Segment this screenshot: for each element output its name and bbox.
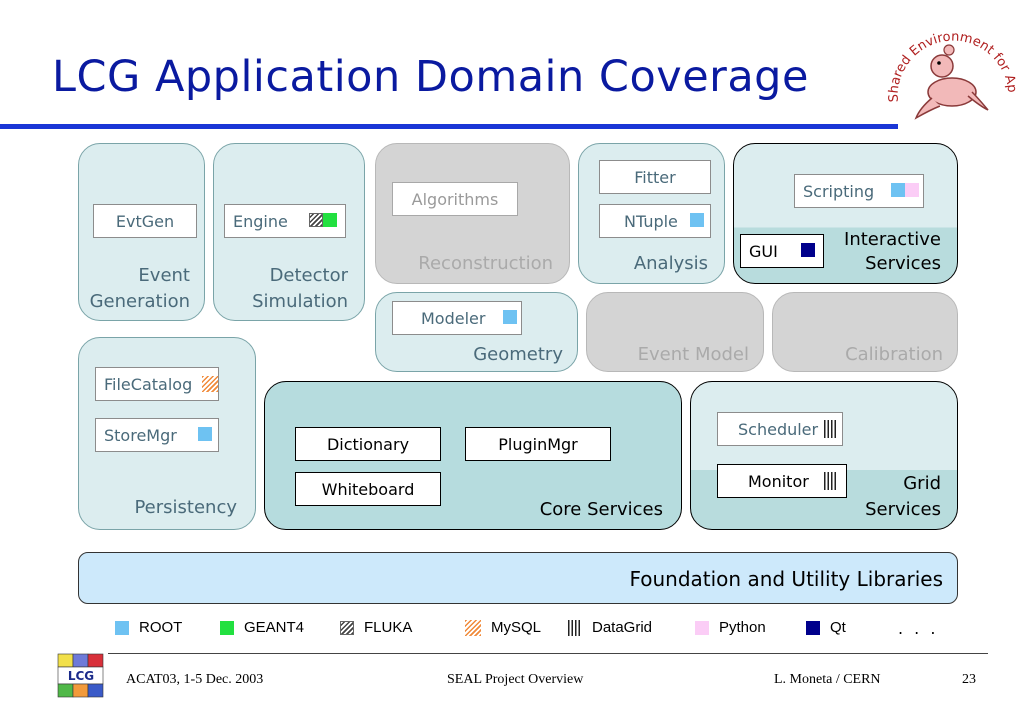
root-marker-icon: [198, 427, 212, 441]
component-evtgen[interactable]: EvtGen: [93, 204, 197, 238]
component-modeler[interactable]: Modeler: [392, 301, 522, 335]
legend-more: . . .: [898, 619, 939, 638]
component-modeler-label: Modeler: [421, 308, 486, 328]
component-scheduler[interactable]: Scheduler: [717, 412, 843, 446]
lcg-logo: LCG: [57, 653, 104, 698]
component-dictionary[interactable]: Dictionary: [295, 427, 441, 461]
component-gui[interactable]: GUI: [740, 234, 824, 268]
root-marker-icon: [503, 310, 517, 324]
domain-label-services: Services: [865, 253, 941, 274]
footer-divider: [108, 653, 988, 654]
legend-item-python: Python: [695, 619, 766, 636]
datagrid-marker-icon: [824, 472, 838, 490]
component-ntuple[interactable]: NTuple: [599, 204, 711, 238]
datagrid-swatch-icon: [568, 619, 582, 636]
domain-event-model: Event Model: [586, 292, 764, 372]
seal-logo: Shared Environment for Applications at L…: [880, 10, 1019, 120]
domain-label-calibration: Calibration: [845, 344, 943, 365]
domain-core-services: Dictionary PluginMgr Whiteboard Core Ser…: [264, 381, 682, 530]
component-whiteboard[interactable]: Whiteboard: [295, 472, 441, 506]
domain-event-generation: EvtGen Event Generation: [78, 143, 205, 321]
title-underline: [0, 124, 898, 129]
component-ntuple-label: NTuple: [624, 211, 678, 231]
component-scripting-label: Scripting: [803, 181, 875, 201]
domain-label-grid-services: Services: [865, 499, 941, 520]
domain-persistency: FileCatalog StoreMgr Persistency: [78, 337, 256, 530]
component-monitor[interactable]: Monitor: [717, 464, 847, 498]
component-scheduler-label: Scheduler: [738, 419, 819, 439]
fluka-swatch-icon: [340, 620, 354, 635]
footer-conference: ACAT03, 1-5 Dec. 2003: [126, 672, 264, 687]
mysql-swatch-icon: [465, 619, 481, 636]
foundation-label: Foundation and Utility Libraries: [629, 567, 943, 591]
component-pluginmgr[interactable]: PluginMgr: [465, 427, 611, 461]
domain-detector-simulation: Engine Detector Simulation: [213, 143, 365, 321]
fluka-marker-icon: [309, 213, 323, 227]
footer-talk-title: SEAL Project Overview: [447, 672, 584, 687]
legend-label-qt: Qt: [830, 619, 846, 636]
domain-grid-services: Scheduler Monitor Grid Services: [690, 381, 958, 530]
python-swatch-icon: [695, 620, 709, 635]
domain-label-generation: Generation: [89, 291, 190, 312]
root-marker-icon: [690, 213, 704, 227]
datagrid-marker-icon: [824, 420, 838, 438]
legend-item-qt: Qt: [806, 619, 846, 636]
component-fitter[interactable]: Fitter: [599, 160, 711, 194]
legend-item-geant4: GEANT4: [220, 619, 304, 636]
legend-label-datagrid: DataGrid: [592, 619, 653, 636]
domain-label-grid: Grid: [903, 473, 941, 494]
domain-interactive-services: Scripting GUI Interactive Services: [733, 143, 958, 284]
domain-label-simulation: Simulation: [252, 291, 348, 312]
legend-label-python: Python: [719, 619, 766, 636]
footer-page-number: 23: [962, 672, 976, 687]
legend-label-mysql: MySQL: [491, 619, 542, 636]
geant4-marker-icon: [323, 213, 337, 227]
component-engine-label: Engine: [233, 211, 288, 231]
domain-analysis: Fitter NTuple Analysis: [578, 143, 725, 284]
legend-item-fluka: FLUKA: [340, 619, 412, 636]
qt-swatch-icon: [806, 620, 820, 635]
root-swatch-icon: [115, 620, 129, 635]
domain-calibration: Calibration: [772, 292, 958, 372]
mysql-marker-icon: [202, 376, 218, 392]
domain-label-detector: Detector: [269, 265, 348, 286]
legend-item-datagrid: DataGrid: [568, 619, 652, 636]
component-storemgr[interactable]: StoreMgr: [95, 418, 219, 452]
component-filecatalog[interactable]: FileCatalog: [95, 367, 219, 401]
seal-animal-icon: [914, 44, 989, 120]
domain-label-event-model: Event Model: [637, 344, 749, 365]
domain-label-interactive: Interactive: [844, 229, 941, 250]
domain-label-core-services: Core Services: [539, 499, 663, 520]
component-engine[interactable]: Engine: [224, 204, 346, 238]
legend-label-fluka: FLUKA: [364, 619, 413, 636]
svg-text:LCG: LCG: [68, 669, 94, 683]
component-storemgr-label: StoreMgr: [104, 425, 177, 445]
python-marker-icon: [905, 183, 919, 197]
domain-reconstruction: Algorithms Reconstruction: [375, 143, 570, 284]
domain-geometry: Modeler Geometry: [375, 292, 578, 372]
component-filecatalog-label: FileCatalog: [104, 374, 193, 394]
legend-label-geant4: GEANT4: [244, 619, 305, 636]
domain-label-event: Event: [138, 265, 190, 286]
root-marker-icon: [891, 183, 905, 197]
geant4-swatch-icon: [220, 620, 234, 635]
foundation-layer: Foundation and Utility Libraries: [78, 552, 958, 604]
qt-marker-icon: [801, 243, 815, 257]
component-gui-label: GUI: [749, 241, 778, 261]
component-scripting[interactable]: Scripting: [794, 174, 924, 208]
component-monitor-label: Monitor: [748, 471, 809, 491]
slide-title: LCG Application Domain Coverage: [52, 52, 809, 102]
footer-author: L. Moneta / CERN: [774, 672, 881, 687]
domain-label-analysis: Analysis: [633, 253, 708, 274]
domain-label-geometry: Geometry: [473, 344, 563, 365]
legend-item-mysql: MySQL: [465, 619, 541, 636]
domain-label-persistency: Persistency: [134, 497, 237, 518]
component-algorithms[interactable]: Algorithms: [392, 182, 518, 216]
legend-label-root: ROOT: [139, 619, 183, 636]
domain-label-reconstruction: Reconstruction: [418, 253, 553, 274]
legend-item-root: ROOT: [115, 619, 182, 636]
